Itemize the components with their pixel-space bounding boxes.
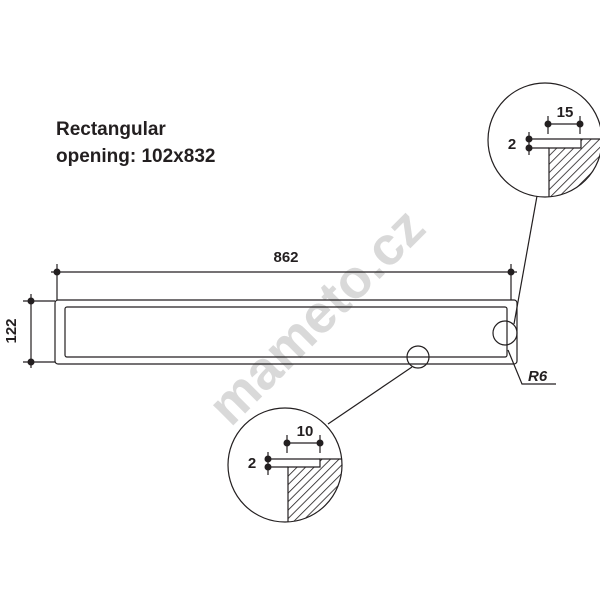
length-label: 862 xyxy=(273,249,298,266)
height-dimension xyxy=(23,294,55,368)
radius-label: R6 xyxy=(528,368,548,385)
detail-edge-step: 2 xyxy=(248,455,256,472)
corner-detail-marker xyxy=(492,320,518,346)
title-line-1: Rectangular xyxy=(56,119,166,140)
detail-corner-width: 15 xyxy=(557,104,574,121)
corner-detail-leader xyxy=(513,195,538,325)
detail-corner xyxy=(487,82,600,198)
edge-detail-marker xyxy=(406,345,430,369)
detail-edge-width: 10 xyxy=(297,423,314,440)
watermark: mameto.cz xyxy=(197,197,437,437)
detail-corner-step: 2 xyxy=(508,136,516,153)
edge-detail-leader xyxy=(327,366,413,425)
height-label: 122 xyxy=(3,318,20,343)
title-line-2: opening: 102x832 xyxy=(56,146,215,167)
radius-leader xyxy=(507,349,556,385)
length-dimension xyxy=(51,264,517,300)
